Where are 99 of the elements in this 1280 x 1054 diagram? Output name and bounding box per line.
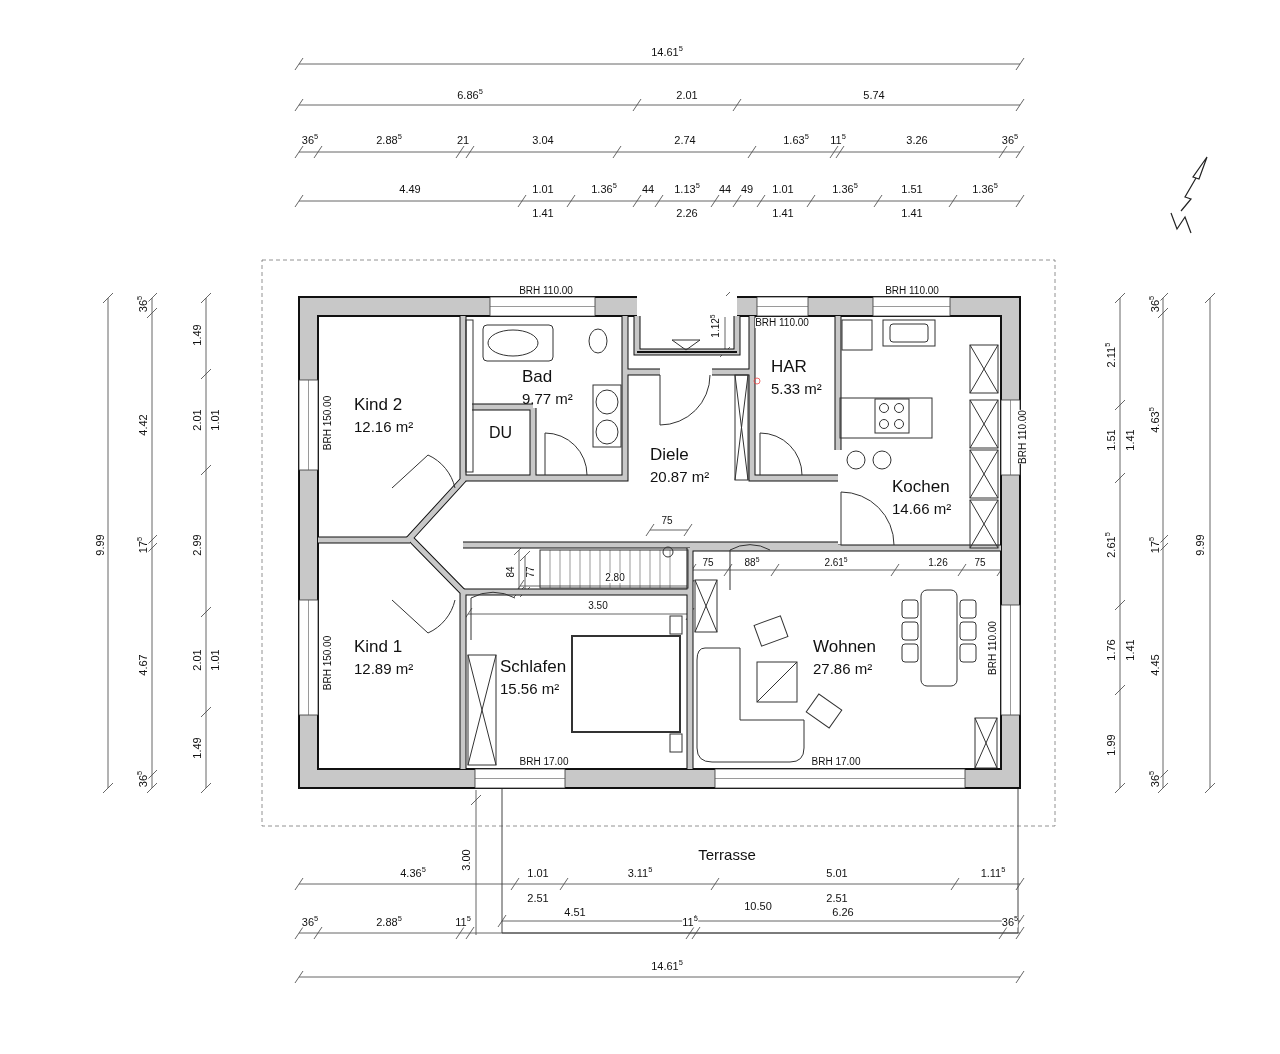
dimension-label: 11$^{5}$ [830, 134, 846, 146]
dimension-label: 2.80 [605, 573, 625, 583]
dimension-label: 84 [506, 566, 516, 578]
room-name: Diele [650, 444, 689, 466]
dimension-label: 1.36$^{5}$ [591, 183, 617, 195]
dimension-label: 4.42 [137, 414, 149, 436]
dimension-label: 4.67 [137, 654, 149, 676]
dimension-label: 1.01 [209, 409, 221, 431]
dimension-label: 1.36$^{5}$ [972, 183, 998, 195]
room-area: 12.89 m² [354, 658, 414, 680]
dimension-label: BRH 110.00 [885, 286, 939, 296]
dimension-label: 4.51 [564, 906, 586, 918]
dimension-label: 1.49 [191, 324, 203, 346]
dimension-label: 2.26 [676, 207, 698, 219]
dimension-label: 1.11$^{5}$ [980, 867, 1006, 879]
dimension-label: 88$^{5}$ [744, 558, 760, 568]
dimension-label: 1.51 [1105, 429, 1117, 451]
room-area: 15.56 m² [500, 678, 560, 700]
dimension-label: 11$^{5}$ [455, 916, 471, 928]
dimension-label: 5.01 [826, 867, 848, 879]
dimension-label: 1.76 [1105, 639, 1117, 661]
dimension-label: 1.01 [772, 183, 794, 195]
dimension-label: 77 [526, 566, 536, 578]
dimension-label: BRH 110.00 [519, 286, 573, 296]
dimension-label: 2.51 [826, 892, 848, 904]
dimension-label: 3.04 [532, 134, 554, 146]
room-name: Kind 2 [354, 394, 403, 416]
dimension-label: 1.41 [532, 207, 554, 219]
dimension-label: 2.74 [674, 134, 696, 146]
dimension-label: 44 [641, 183, 655, 195]
dimension-label: 1.51 [901, 183, 923, 195]
room-name: Wohnen [813, 636, 876, 658]
dimension-label: 44 [718, 183, 732, 195]
dimension-label: 6.86$^{5}$ [457, 89, 483, 101]
dimension-label: BRH 110.00 [755, 318, 809, 328]
dimension-label: 36$^{5}$ [301, 134, 319, 146]
dimension-label: 10.50 [744, 900, 772, 912]
dimension-label: 2.99 [191, 534, 203, 556]
dimension-label: 1.26 [928, 558, 948, 568]
dimension-label: 1.41 [901, 207, 923, 219]
dimension-label: 1.01 [527, 867, 549, 879]
dimension-label: 49 [740, 183, 754, 195]
room-area: 5.33 m² [771, 378, 822, 400]
dimension-label: 75 [702, 558, 714, 568]
dimension-label: 11$^{5}$ [682, 916, 698, 928]
dimension-label: 4.36$^{5}$ [400, 867, 426, 879]
room-name: HAR [771, 356, 807, 378]
dimension-label: 75 [974, 558, 986, 568]
dimension-label: 1.36$^{5}$ [832, 183, 858, 195]
dimension-label: 3.50 [588, 601, 608, 611]
dimension-label: 2.01 [191, 409, 203, 431]
room-area: 9.77 m² [522, 388, 573, 410]
room-area: 12.16 m² [354, 416, 414, 438]
dimension-label: 2.88$^{5}$ [376, 134, 402, 146]
dimension-label: 9.99 [1194, 534, 1206, 556]
dimension-label: 6.26 [832, 906, 854, 918]
dimension-label: 1.01 [209, 649, 221, 671]
dimension-label: 21 [456, 134, 470, 146]
dimension-label: BRH 17.00 [519, 757, 569, 767]
dimension-label: 1.99 [1105, 734, 1117, 756]
room-area: 27.86 m² [813, 658, 873, 680]
dimension-label: 36$^{5}$ [301, 916, 319, 928]
dimension-label: 1.01 [532, 183, 554, 195]
dimension-label: 14.61$^{5}$ [651, 960, 683, 972]
dimension-label: BRH 17.00 [811, 757, 861, 767]
room-name: Kind 1 [354, 636, 403, 658]
dimension-label: 36$^{5}$ [1001, 134, 1019, 146]
dimension-label: 75 [661, 516, 673, 526]
room-area: 14.66 m² [892, 498, 952, 520]
dimension-label: 2.01 [191, 649, 203, 671]
room-name: Schlafen [500, 656, 567, 678]
dimension-label: 3.00 [460, 849, 472, 871]
dimension-label: 4.45 [1149, 654, 1161, 676]
dimension-label: 2.88$^{5}$ [376, 916, 402, 928]
room-name: DU [489, 423, 513, 443]
dimension-label: 1.13$^{5}$ [674, 183, 700, 195]
dimension-label: 4.49 [399, 183, 421, 195]
room-name: Bad [522, 366, 553, 388]
room-name: Kochen [892, 476, 950, 498]
dimension-label: 1.49 [191, 737, 203, 759]
dimension-label: BRH 110.00 [1018, 410, 1028, 464]
dimension-label: 3.26 [906, 134, 928, 146]
dimension-label: BRH 150.00 [323, 635, 333, 691]
dimension-label: 2.01 [676, 89, 698, 101]
dimension-label: 2.51 [527, 892, 549, 904]
dimension-label: 1.41 [1124, 639, 1136, 661]
area-label: Terrasse [698, 846, 756, 862]
dimension-label: 14.61$^{5}$ [651, 46, 683, 58]
room-area: 20.87 m² [650, 466, 710, 488]
dimension-label: 1.41 [772, 207, 794, 219]
dimension-label: BRH 150.00 [323, 395, 333, 451]
dimension-label: BRH 110.00 [988, 621, 998, 675]
dimension-label: 3.11$^{5}$ [627, 867, 653, 879]
dimension-label: 9.99 [94, 534, 106, 556]
dimension-label: 36$^{5}$ [1001, 916, 1019, 928]
dimension-label: 5.74 [863, 89, 885, 101]
dimension-label: 1.63$^{5}$ [783, 134, 809, 146]
dimension-label: 2.61$^{5}$ [824, 558, 848, 568]
dimension-label: 1.41 [1124, 429, 1136, 451]
